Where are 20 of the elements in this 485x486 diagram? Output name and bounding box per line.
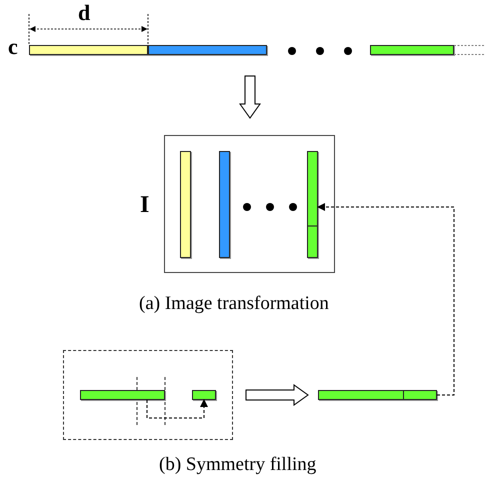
color-bar <box>80 390 165 400</box>
dimension-label: d <box>78 2 90 24</box>
hollow-arrow <box>239 76 261 119</box>
dashed-frame <box>63 350 233 440</box>
color-bar <box>218 150 230 258</box>
color-bar <box>148 45 267 55</box>
caption: (a) Image transformation <box>139 294 329 313</box>
color-bar <box>318 390 437 400</box>
dashed-arrow <box>146 399 208 418</box>
frame-box <box>164 135 335 273</box>
color-bar <box>370 45 454 55</box>
bar-label: c <box>8 36 18 58</box>
caption: (b) Symmetry filling <box>159 455 316 474</box>
color-bar <box>192 390 216 400</box>
color-bar <box>180 150 190 258</box>
hollow-arrow <box>246 384 309 406</box>
color-bar <box>306 150 318 258</box>
image-label: I <box>140 193 150 217</box>
dashed-arrow <box>317 203 454 396</box>
color-bar <box>29 45 148 55</box>
